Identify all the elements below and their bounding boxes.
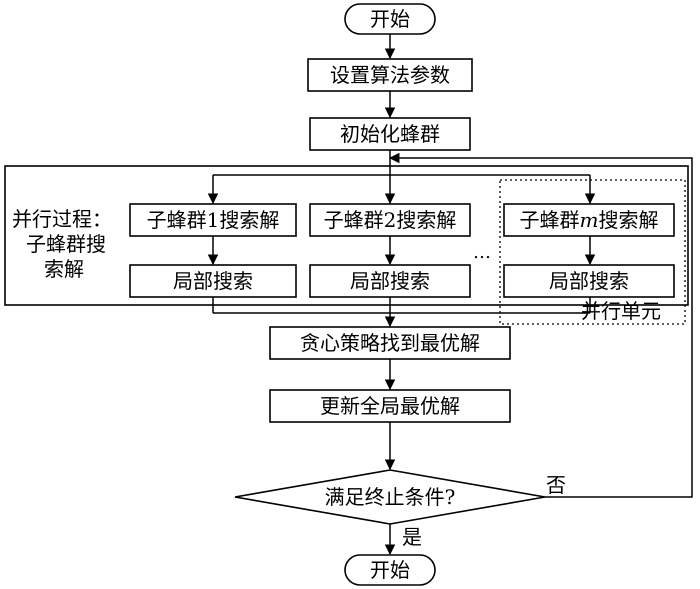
update-box — [269, 389, 511, 423]
ellipsis: … — [473, 242, 491, 263]
local-search-2-label: 局部搜索 — [350, 269, 430, 293]
local-search-m-label: 局部搜索 — [549, 269, 629, 293]
set-params-label: 设置算法参数 — [330, 63, 450, 87]
sub-swarm-2-label: 子蜂群2搜索解 — [324, 208, 457, 232]
sub-swarm-m-label: 子蜂群m搜索解 — [520, 208, 659, 232]
parallel-process-label: 并行过程： 子蜂群搜 索解 — [12, 207, 118, 281]
sub-swarm-1-label: 子蜂群1搜索解 — [147, 208, 280, 232]
edge-label-yes: 是 — [402, 525, 422, 549]
greedy-label: 贪心策略找到最优解 — [300, 331, 480, 355]
start-label: 开始 — [370, 7, 410, 31]
end-label: 开始 — [370, 558, 410, 582]
sub-swarm-m-box — [503, 203, 675, 237]
end-terminal — [344, 554, 436, 586]
greedy-box — [269, 326, 511, 360]
update-label: 更新全局最优解 — [320, 394, 460, 418]
local-search-1-label: 局部搜索 — [173, 269, 253, 293]
decision-label: 满足终止条件? — [325, 485, 456, 509]
sub-swarm-2-box — [309, 203, 471, 237]
set-params-box — [307, 58, 473, 92]
init-swarm-label: 初始化蜂群 — [340, 122, 440, 146]
edge-no-loop — [388, 152, 693, 498]
edge-label-no: 否 — [546, 473, 566, 497]
parallel-process-frame — [4, 165, 689, 306]
local-search-1-box — [129, 264, 297, 298]
local-search-m-box — [503, 264, 675, 298]
parallel-unit-label: 并行单元 — [581, 299, 661, 323]
parallel-unit-frame — [499, 179, 686, 325]
